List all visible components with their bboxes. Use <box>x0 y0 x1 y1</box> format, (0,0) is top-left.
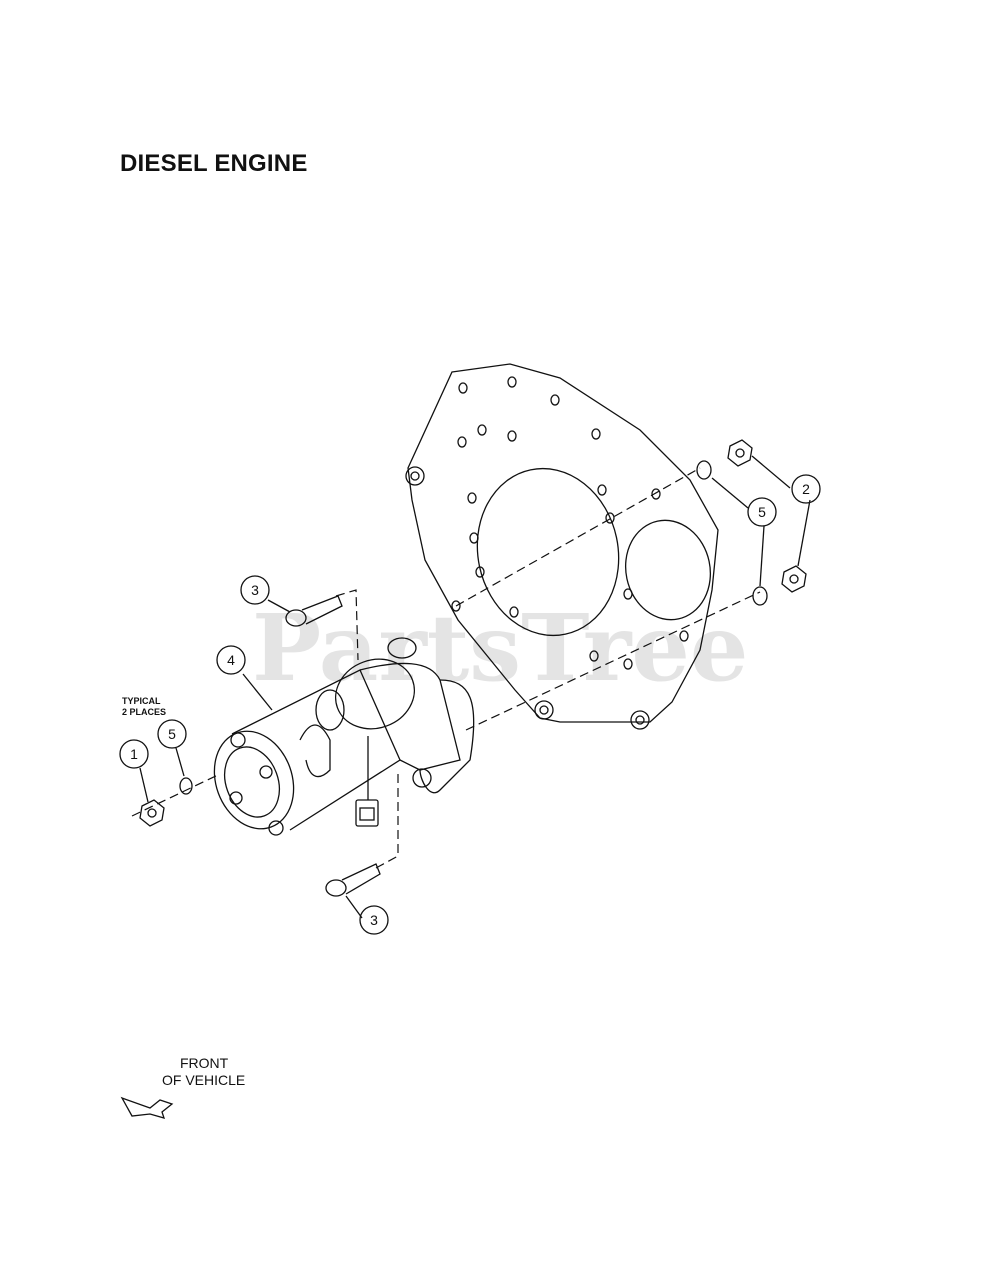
assembly-centerlines <box>131 467 761 869</box>
svg-text:FRONT: FRONT <box>180 1055 229 1071</box>
bolt-top <box>285 595 343 627</box>
callout-5-right: 5 <box>747 497 777 527</box>
callout-1: 1 <box>119 739 149 769</box>
bolt-bottom <box>325 863 381 897</box>
svg-text:TYPICAL: TYPICAL <box>122 696 161 706</box>
front-arrow-icon <box>120 1096 174 1119</box>
nut-top-right <box>727 439 753 467</box>
svg-text:2: 2 <box>802 481 810 497</box>
page-title: DIESEL ENGINE <box>120 150 308 177</box>
svg-text:5: 5 <box>168 726 176 742</box>
leader-lines <box>139 455 811 919</box>
callout-3-top: 3 <box>240 575 270 605</box>
front-of-vehicle-indicator: FRONT OF VEHICLE <box>120 1055 245 1119</box>
callout-3-bottom: 3 <box>359 905 389 935</box>
svg-text:3: 3 <box>251 582 259 598</box>
callout-5-left: 5 <box>157 719 187 749</box>
svg-text:4: 4 <box>227 652 235 668</box>
svg-text:5: 5 <box>758 504 766 520</box>
nut-left <box>139 799 165 827</box>
watermark-text: PartsTree <box>252 594 748 702</box>
svg-text:OF VEHICLE: OF VEHICLE <box>162 1072 245 1088</box>
callout-2: 2 <box>791 474 821 504</box>
callout-4: 4 <box>216 645 246 675</box>
washer-left <box>179 777 193 795</box>
plate-corner-bosses <box>405 466 650 730</box>
typical-note: TYPICAL 2 PLACES <box>122 696 166 717</box>
nut-bottom-right <box>781 565 807 593</box>
svg-text:1: 1 <box>130 746 138 762</box>
mounting-plate <box>405 363 719 730</box>
starter-motor <box>213 637 475 836</box>
washer-bottom-right <box>752 586 768 606</box>
svg-text:3: 3 <box>370 912 378 928</box>
plate-bolt-holes <box>451 376 689 670</box>
washer-top-right <box>696 460 712 480</box>
svg-text:2 PLACES: 2 PLACES <box>122 707 166 717</box>
